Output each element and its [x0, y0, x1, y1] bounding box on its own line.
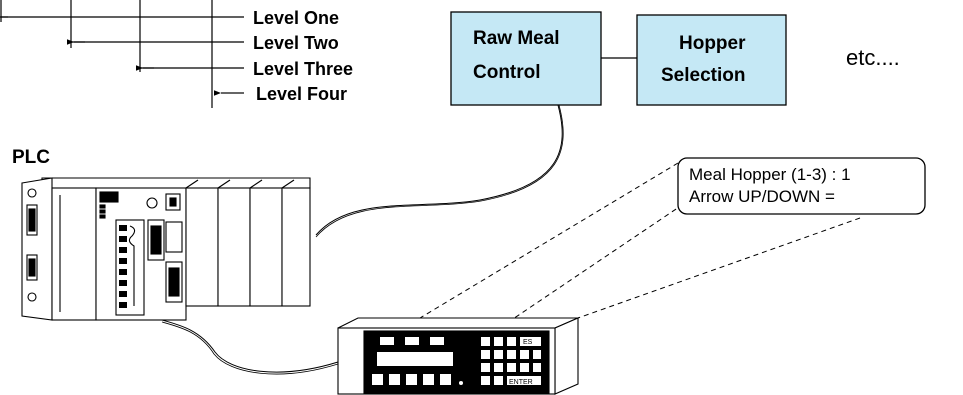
plc-module-2	[217, 187, 251, 307]
keypad-key[interactable]	[507, 337, 516, 346]
panel-keypad	[481, 337, 541, 385]
keypad-key[interactable]	[507, 350, 516, 359]
level-one-label: Level One	[253, 8, 339, 28]
enter-key-label: ENTER	[509, 379, 533, 386]
panel-bottom-key[interactable]	[423, 374, 434, 385]
cable-to-menu-2	[315, 104, 564, 238]
menu-boxes: Raw Meal Control Hopper Selection etc...…	[450, 11, 900, 106]
panel-bottom-key[interactable]	[440, 374, 451, 385]
plc-power-supply	[51, 187, 97, 321]
plc-terminal	[119, 247, 127, 253]
keypad-key[interactable]	[494, 350, 503, 359]
plc-module-4	[281, 187, 311, 307]
plc-top	[41, 177, 311, 189]
projection-line-middle	[451, 198, 692, 361]
keypad-key[interactable]	[507, 363, 516, 372]
cable-to-menu	[315, 104, 563, 236]
plc-screw-bottom	[27, 292, 37, 302]
level-three-label: Level Three	[253, 59, 353, 79]
hopper-line2: Selection	[661, 65, 745, 86]
plc-terminal	[119, 269, 127, 275]
esc-key[interactable]	[520, 337, 541, 346]
plc-wire	[128, 225, 136, 306]
display-line1: Meal Hopper (1-3) : 1	[689, 165, 851, 184]
keypad-key[interactable]	[494, 337, 503, 346]
plc-module-4-edge	[281, 179, 295, 189]
raw-meal-line1: Raw Meal	[473, 28, 560, 49]
plc-led-3	[99, 214, 106, 219]
panel-fkey-2[interactable]	[405, 337, 419, 345]
hopper-selection-box	[636, 14, 787, 106]
plc-slot-hole-bottom-inner	[28, 258, 36, 277]
display-callout	[677, 157, 926, 215]
plc-module-3	[249, 187, 283, 307]
keypad-key[interactable]	[494, 376, 503, 385]
etc-text: etc....	[846, 45, 900, 70]
plc-terminal-block	[115, 219, 145, 316]
plc-terminal	[119, 291, 127, 297]
plc-led-1	[99, 204, 106, 209]
plc-terminal	[119, 302, 127, 308]
raw-meal-control-box	[450, 11, 602, 106]
projection-lines	[419, 162, 861, 361]
plc-terminal	[119, 225, 127, 231]
level-four-label: Level Four	[256, 84, 347, 104]
operator-panel: ENTER ES	[337, 317, 579, 395]
display-line2: Arrow UP/DOWN =	[689, 187, 835, 206]
hopper-line1: Hopper	[679, 33, 746, 54]
arrow-down-key[interactable]	[533, 363, 541, 372]
panel-fkey-1[interactable]	[380, 337, 394, 345]
keypad-key[interactable]	[481, 337, 490, 346]
level-labels: Level One Level Two Level Three Level Fo…	[253, 8, 353, 104]
arrow-up-key[interactable]	[533, 350, 541, 359]
panel-bottom-key[interactable]	[372, 374, 383, 385]
plc-port-3-inner	[168, 267, 180, 297]
enter-key[interactable]	[507, 376, 541, 385]
keypad-key[interactable]	[481, 363, 490, 372]
plc-screw-top	[27, 188, 37, 198]
cable-to-panel-2	[161, 321, 339, 375]
level-tree	[0, 0, 244, 108]
keypad-key[interactable]	[494, 363, 503, 372]
projection-line-right	[577, 217, 861, 319]
plc-module-1-edge	[185, 179, 199, 189]
plc-end-plate	[21, 177, 53, 321]
plc-terminals	[119, 225, 127, 308]
panel-indicator	[459, 381, 463, 385]
plc-cpu-logo	[99, 191, 119, 203]
plc-cpu-dial	[146, 197, 158, 209]
plc-terminal	[119, 236, 127, 242]
panel-bottom-keys	[372, 374, 451, 385]
plc-module-2-edge	[217, 179, 231, 189]
panel-side-edge	[554, 317, 579, 395]
plc-module-3-edge	[249, 179, 263, 189]
plc-label: PLC	[12, 147, 50, 168]
plc-rack	[21, 177, 311, 321]
keypad-key[interactable]	[520, 363, 529, 372]
raw-meal-line2: Control	[473, 62, 541, 83]
plc-port-1-inner	[150, 225, 162, 255]
keypad-key[interactable]	[481, 350, 490, 359]
esc-key-label: ES	[523, 339, 533, 346]
level-two-label: Level Two	[253, 33, 339, 53]
plc-slot-hole-top-inner	[28, 208, 36, 232]
panel-bottom-key[interactable]	[389, 374, 400, 385]
panel-display-window	[377, 352, 453, 366]
plc-module-1	[185, 187, 219, 307]
plc-led-2	[99, 209, 106, 214]
cable-to-panel	[161, 319, 339, 373]
panel-fkey-3[interactable]	[430, 337, 444, 345]
plc-terminal	[119, 258, 127, 264]
panel-bottom-key[interactable]	[406, 374, 417, 385]
keypad-key[interactable]	[481, 376, 490, 385]
panel-top-edge	[337, 317, 579, 329]
plc-port-2	[165, 221, 183, 253]
plc-cpu-switch-inner	[169, 197, 177, 207]
plc-terminal	[119, 280, 127, 286]
keypad-key[interactable]	[520, 350, 529, 359]
